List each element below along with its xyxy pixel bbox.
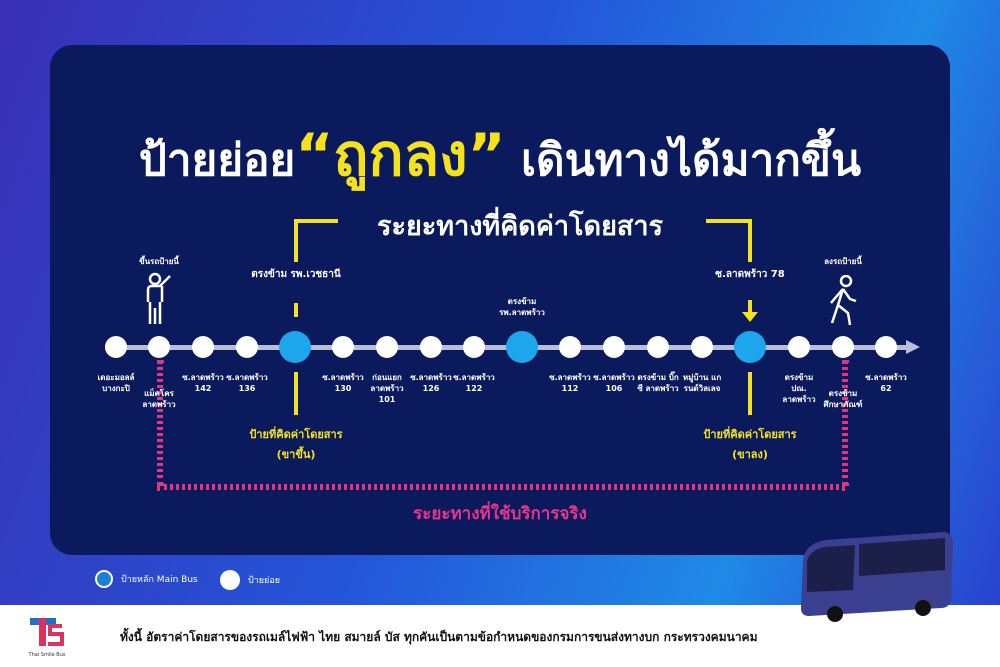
stop-label: ซ.ลาดพร้าว 136 — [226, 373, 268, 393]
svg-text:Thai Smile Bus: Thai Smile Bus — [28, 652, 66, 658]
headline-post: เดินทางได้มากขึ้น — [520, 135, 862, 186]
fare-alight-line-bottom — [748, 372, 752, 415]
stop-label: เดอะมอลล์ บางกะปิ — [97, 373, 135, 393]
stop-label: ซ.ลาดพร้าว 142 — [182, 373, 224, 393]
fare-bracket-left-h — [294, 219, 338, 223]
legend-main-text: ป้ายหลัก Main Bus — [121, 575, 198, 585]
fare-board-label-text: ป้ายที่คิดค่าโดยสาร — [249, 428, 343, 441]
sub-stop — [875, 336, 897, 358]
fare-board-line-bottom — [294, 372, 298, 415]
sub-stop — [603, 336, 625, 358]
sub-stop — [463, 336, 485, 358]
fare-board-stop-name: ตรงข้าม รพ.เวชธานี — [251, 269, 341, 280]
sub-stop — [559, 336, 581, 358]
footer-note: ทั้งนี้ อัตราค่าโดยสารของรถเมล์ไฟฟ้า ไทย… — [120, 630, 758, 644]
fare-alight-label: ป้ายที่คิดค่าโดยสาร (ขาลง) — [680, 425, 820, 465]
actual-distance-label: ระยะทางที่ใช้บริการจริง — [413, 504, 587, 524]
route-arrow-icon — [906, 340, 920, 354]
stop-label: ตรงข้าม บิ๊กซี ลาดพร้าว — [637, 373, 679, 393]
fare-board-label: ป้ายที่คิดค่าโดยสาร (ขาขึ้น) — [226, 425, 366, 465]
fare-bracket-right-h — [706, 219, 752, 223]
main-stop-legend-icon — [95, 570, 113, 588]
alight-label: ลงรถป้ายนี้ — [824, 257, 862, 266]
fare-alight-stop-name: ซ.ลาดพร้าว 78 — [715, 269, 785, 280]
board-label: ขึ้นรถป้ายนี้ — [139, 257, 179, 266]
stop-label: ก่อนแยก ลาดพร้าว 101 — [370, 373, 404, 404]
arrow-down-shaft — [748, 300, 752, 314]
fare-board-line-top — [294, 303, 298, 317]
person-waving-icon — [146, 272, 171, 324]
sub-stop — [420, 336, 442, 358]
stop-label: ตรงข้าม ปณ. ลาดพร้าว — [782, 373, 816, 404]
sub-stop — [332, 336, 354, 358]
main-stop — [734, 331, 766, 363]
fare-bracket-left-v — [294, 219, 298, 262]
fare-board-sub: (ขาขึ้น) — [276, 448, 316, 461]
fare-distance-label: ระยะทางที่คิดค่าโดยสาร — [376, 211, 664, 242]
sub-stop — [788, 336, 810, 358]
electric-bus-image — [801, 532, 953, 622]
sub-stop — [376, 336, 398, 358]
legend-main: ป้ายหลัก Main Bus — [95, 570, 198, 588]
stop-label: ตรงข้าม ศึกษาภัณฑ์ — [823, 389, 863, 409]
sub-stop — [647, 336, 669, 358]
fare-bracket-right-v — [748, 219, 752, 262]
stop-label: ซ.ลาดพร้าว 106 — [593, 373, 635, 393]
thai-smile-bus-logo: Thai Smile Bus — [22, 614, 72, 662]
actual-route-left — [157, 360, 163, 486]
sub-stop — [148, 336, 170, 358]
stop-label: ซ.ลาดพร้าว 112 — [549, 373, 591, 393]
headline-pre: ป้ายย่อย — [138, 135, 296, 186]
infographic-panel — [50, 45, 950, 555]
legend-sub: ป้ายย่อย — [220, 570, 280, 590]
stop-label: ซ.ลาดพร้าว 122 — [453, 373, 495, 393]
person-walking-icon — [830, 275, 857, 326]
stop-label: ซ.ลาดพร้าว 126 — [410, 373, 452, 393]
sub-stop-legend-icon — [220, 570, 240, 590]
fare-alight-label-text: ป้ายที่คิดค่าโดยสาร — [703, 428, 797, 441]
sub-stop — [105, 336, 127, 358]
main-stop — [506, 331, 538, 363]
sub-stop — [192, 336, 214, 358]
stop-label: ซ.ลาดพร้าว 130 — [322, 373, 364, 393]
fare-alight-sub: (ขาลง) — [732, 448, 768, 461]
sub-stop — [691, 336, 713, 358]
arrow-down-icon — [742, 312, 758, 322]
headline-highlight: “ถูกลง” — [295, 121, 506, 189]
sub-stop — [236, 336, 258, 358]
legend-sub-text: ป้ายย่อย — [248, 576, 280, 586]
sub-stop — [832, 336, 854, 358]
actual-route-right — [842, 360, 848, 486]
stop-label: แม็คโคร ลาดพร้าว — [142, 389, 176, 409]
main-stop — [279, 331, 311, 363]
actual-route-bottom — [157, 484, 845, 490]
middle-main-stop-name: ตรงข้าม รพ.ลาดพร้าว — [499, 297, 545, 317]
stop-label: ซ.ลาดพร้าว 62 — [865, 373, 907, 393]
headline: ป้ายย่อย“ถูกลง” เดินทางได้มากขึ้น — [0, 108, 1000, 201]
stop-label: หมู่บ้าน แกรนด์วิลเลจ — [682, 373, 722, 393]
